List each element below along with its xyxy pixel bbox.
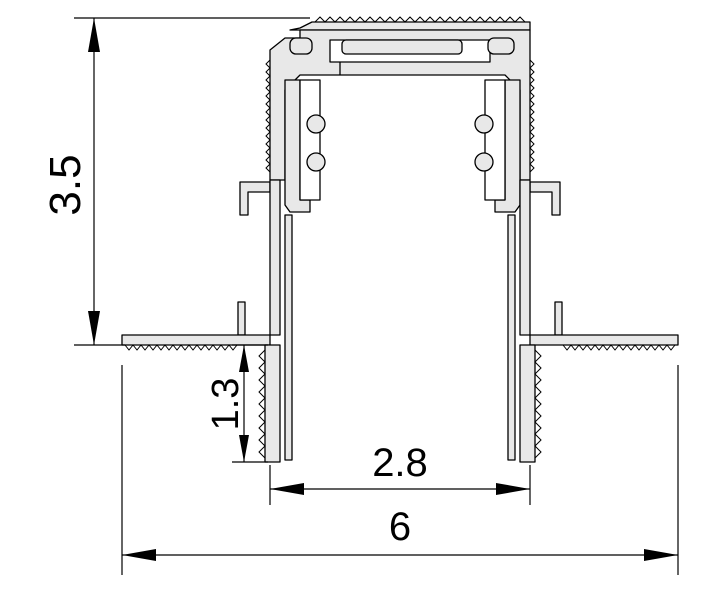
arrow-3-5-top xyxy=(88,18,100,52)
profile-post-left xyxy=(237,301,246,336)
contact-ball-right-upper xyxy=(474,114,494,134)
teeth-leg-left xyxy=(258,349,266,459)
dim-label-1-3: 1.3 xyxy=(205,378,247,431)
profile-flange-left xyxy=(121,334,271,346)
profile-wall-right-outer xyxy=(519,179,531,336)
profile-hook-left xyxy=(239,181,271,216)
teeth-upper-right-wall xyxy=(529,59,535,173)
profile-post-right xyxy=(554,301,563,336)
dim-label-3-5: 3.5 xyxy=(41,154,90,215)
arrow-2-8-right xyxy=(496,483,530,495)
serration-teeth xyxy=(124,16,676,459)
profile-wall-right-inner xyxy=(507,214,516,461)
profile-slot-right xyxy=(487,37,515,55)
profile-rail-right-inner xyxy=(484,79,506,201)
teeth-leg-right xyxy=(534,349,542,459)
profile-cross-section xyxy=(121,21,679,463)
arrow-2-8-left xyxy=(270,483,304,495)
arrow-6-left xyxy=(122,549,156,561)
profile-wall-left-inner xyxy=(284,214,293,461)
dimension-lines xyxy=(74,17,679,575)
teeth-top xyxy=(314,16,526,23)
contact-ball-left-lower xyxy=(306,152,326,172)
profile-slot-left xyxy=(289,37,313,55)
arrow-6-right xyxy=(644,549,678,561)
teeth-upper-left-wall xyxy=(265,59,271,173)
profile-hook-right xyxy=(529,181,561,216)
profile-flange-right xyxy=(529,334,679,346)
contact-ball-right-lower xyxy=(474,152,494,172)
arrow-3-5-bottom xyxy=(88,311,100,345)
arrow-1-3-bottom xyxy=(239,435,249,462)
profile-rail-left-inner xyxy=(299,79,321,201)
profile-leg-right xyxy=(519,344,536,463)
contact-ball-left-upper xyxy=(306,114,326,134)
arrowheads xyxy=(88,18,678,561)
dim-label-2-8: 2.8 xyxy=(372,441,428,485)
teeth-flange-right xyxy=(562,344,676,351)
profile-wall-left-outer xyxy=(269,179,281,336)
dim-label-6: 6 xyxy=(389,505,411,549)
profile-slot-center xyxy=(341,39,463,55)
profile-top-cap xyxy=(289,21,531,31)
teeth-flange-left xyxy=(124,344,238,351)
profile-leg-left xyxy=(264,344,281,463)
arrow-1-3-top xyxy=(239,345,249,372)
